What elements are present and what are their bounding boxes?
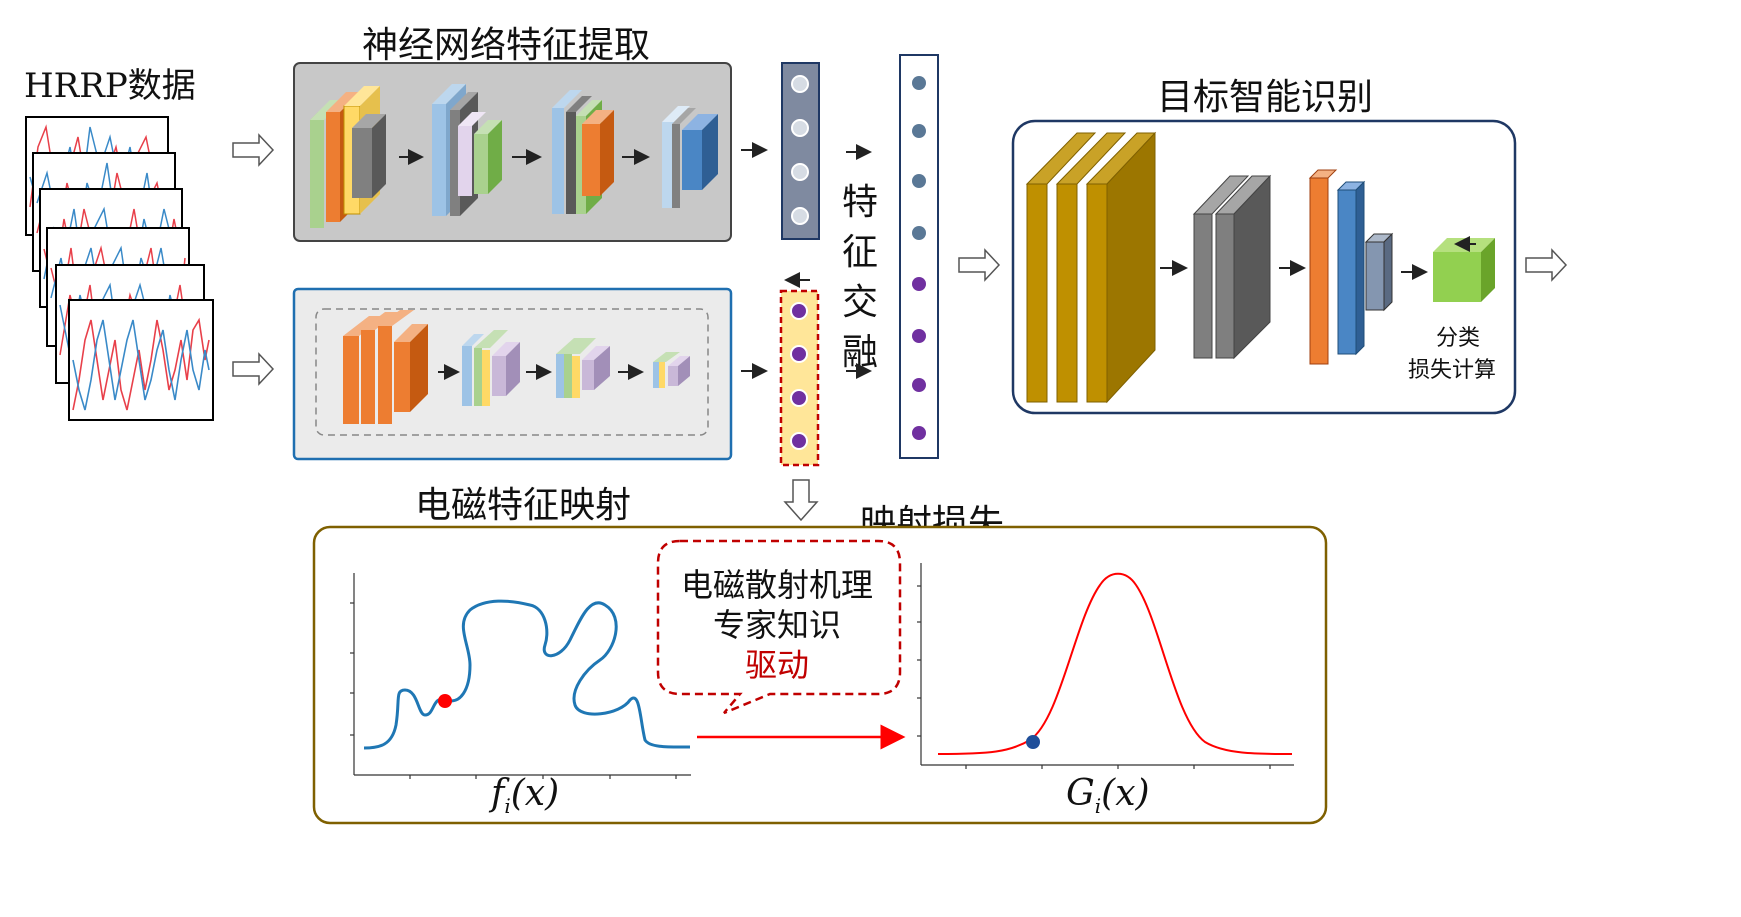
nn-layer-group-2 <box>432 84 502 216</box>
hrrp-plot-6 <box>68 299 214 421</box>
em-layer-group-3 <box>556 338 610 398</box>
cls-loss-label-2: 损失计算 <box>1408 358 1497 383</box>
hrrp-title: HRRP数据 <box>24 66 196 106</box>
recog-colored-slabs <box>1308 169 1394 365</box>
formula-left-arg: (x) <box>510 773 560 814</box>
right-marker-point <box>1026 735 1040 749</box>
formula-right-sub: i <box>1094 794 1102 818</box>
right-plot <box>917 563 1294 769</box>
formula-left-f: f <box>491 773 505 814</box>
cls-loss-cube <box>1433 236 1495 302</box>
hollow-arrows-input <box>232 133 275 386</box>
nn-feature-vector <box>781 62 820 240</box>
formula-right-f: G <box>1066 773 1095 814</box>
bubble-text-2: 专家知识 <box>713 606 842 644</box>
formula-left: fi(x) <box>491 773 559 818</box>
em-layer-group-1 <box>343 310 428 424</box>
recog-gray-slabs <box>1192 174 1272 360</box>
recognition-title: 目标智能识别 <box>1157 77 1374 118</box>
hollow-arrow-output <box>1525 248 1568 282</box>
hollow-arrow-down <box>783 479 819 522</box>
knowledge-bubble <box>656 539 902 715</box>
formula-left-sub: i <box>504 794 511 818</box>
em-mapping-title: 电磁特征映射 <box>415 485 632 526</box>
cls-loss-label-1: 分类 <box>1436 326 1481 351</box>
em-feature-vector <box>779 289 820 467</box>
hollow-arrow-top <box>232 133 275 167</box>
left-marker-point <box>438 694 452 708</box>
fused-feature-vector <box>899 54 939 459</box>
nn-extract-box <box>293 62 732 242</box>
left-plot <box>350 573 691 779</box>
hrrp-stack <box>25 116 214 421</box>
nn-layer-group-3 <box>552 90 614 214</box>
nn-layer-group-4 <box>662 106 718 208</box>
formula-right-arg: (x) <box>1101 773 1150 814</box>
left-curve-f <box>363 599 691 750</box>
em-layer-group-2 <box>462 330 520 406</box>
nn-layer-group-1 <box>310 86 386 228</box>
formula-right: Gi(x) <box>1066 773 1150 818</box>
hollow-arrow-to-recognition <box>958 248 1001 282</box>
bubble-text-3: 驱动 <box>745 646 810 684</box>
em-inner-dashed-box <box>315 308 709 436</box>
recog-gold-slabs <box>1025 131 1157 404</box>
em-layer-group-4 <box>653 352 690 388</box>
hollow-arrow-bottom <box>232 352 275 386</box>
bubble-text-1: 电磁散射机理 <box>681 566 874 604</box>
fusion-title: 特征交融 <box>841 182 878 373</box>
nn-extract-title: 神经网络特征提取 <box>362 25 651 66</box>
